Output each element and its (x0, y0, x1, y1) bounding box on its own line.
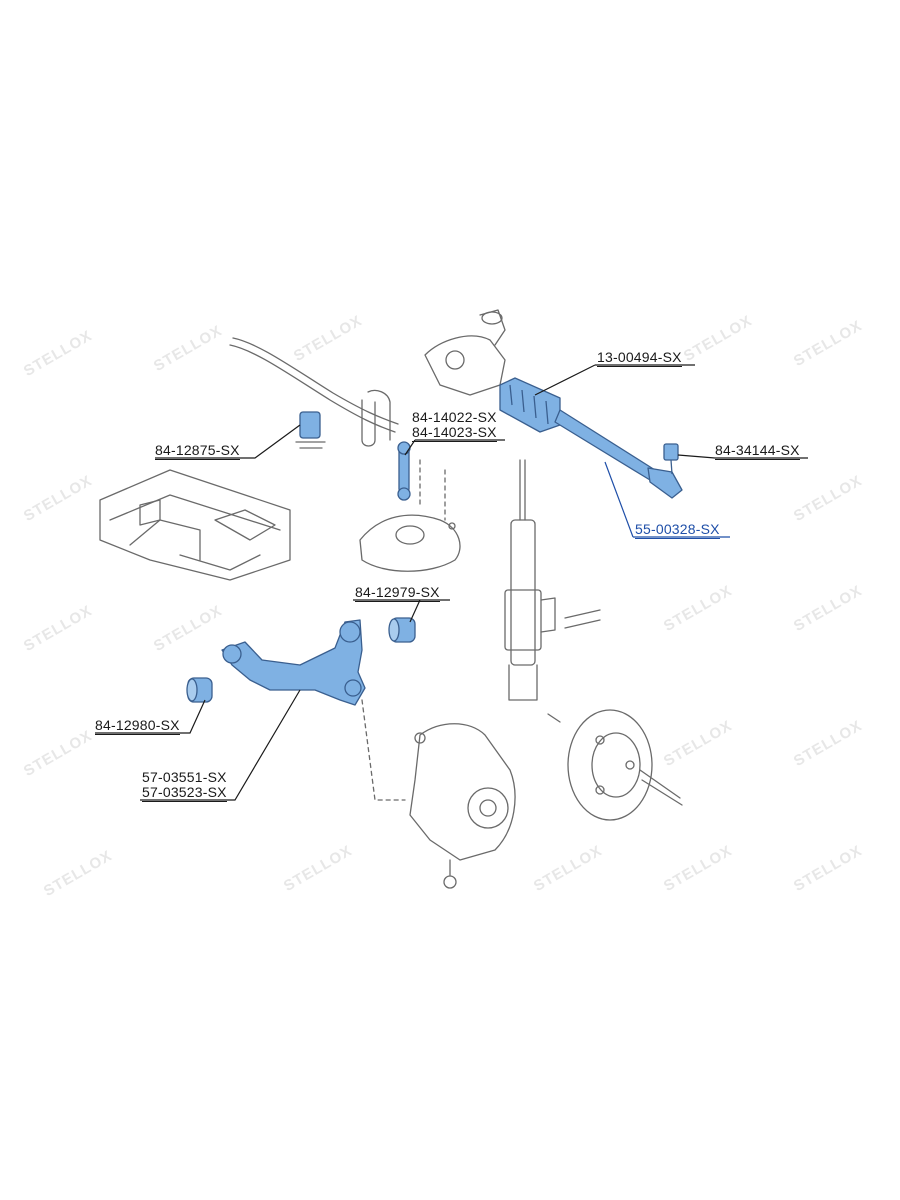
shock-absorber (504, 459, 601, 701)
stabilizer-bar (229, 337, 399, 447)
stabilizer-bushing-part (299, 411, 321, 439)
tie-rod-end-part (647, 443, 683, 499)
tie-rod-part (554, 409, 656, 481)
steering-knuckle-upper (424, 309, 506, 396)
callout-stabilizer-bushing: 84-12875-SX (155, 442, 240, 460)
steering-knuckle (409, 723, 516, 889)
callout-control-arm-bushing-rear: 84-12979-SX (355, 584, 440, 602)
callout-control-arm-a: 57-03551-SX (142, 769, 227, 785)
wheel-hub (547, 709, 683, 821)
strut-mount (359, 514, 461, 572)
callout-tie-rod-end: 84-34144-SX (715, 442, 800, 460)
control-arm-bushing-front-part (186, 677, 213, 703)
stabilizer-link-part (397, 441, 411, 501)
callout-tie-rod[interactable]: 55-00328-SX (635, 521, 720, 539)
callout-control-arm-b: 57-03523-SX (142, 784, 227, 802)
lower-control-arm-part (221, 619, 366, 706)
assembly-guide-lines (361, 459, 446, 801)
leader-lines (95, 364, 808, 801)
callout-control-arm-bushing-front: 84-12980-SX (95, 717, 180, 735)
subframe (99, 469, 291, 581)
callout-steering-rack: 13-00494-SX (597, 349, 682, 367)
control-arm-bushing-rear-part (388, 617, 416, 643)
callout-stabilizer-link-a: 84-14022-SX (412, 409, 497, 425)
steering-rack-part (499, 377, 561, 433)
callout-stabilizer-link-b: 84-14023-SX (412, 424, 497, 442)
